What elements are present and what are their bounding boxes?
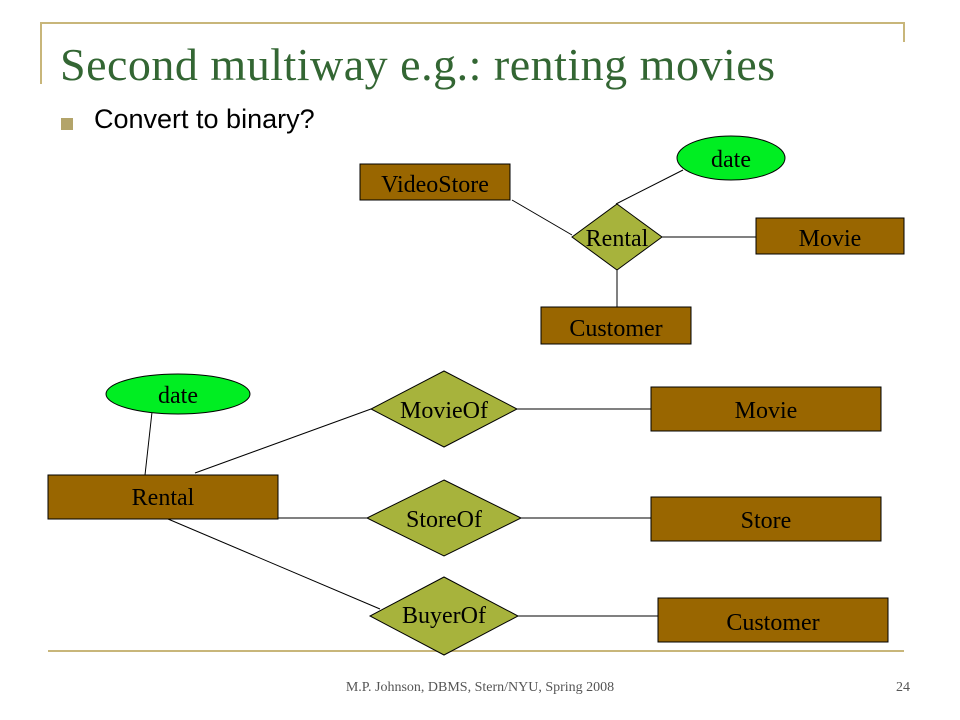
frame-left-line: [40, 22, 42, 84]
relationship-movieof-label: MovieOf: [400, 398, 488, 424]
connector-rental-buyerof: [167, 518, 381, 610]
relationship-storeof: StoreOf: [365, 479, 523, 557]
entity-rental-label: Rental: [132, 485, 195, 511]
connector-date-rental: [144, 411, 153, 476]
attribute-date-top-label: date: [711, 147, 751, 173]
bullet-text: Convert to binary?: [94, 104, 315, 134]
slide-title: Second multiway e.g.: renting movies: [60, 39, 776, 90]
relationship-rental-label: Rental: [586, 226, 649, 252]
entity-customer-top: Customer: [540, 306, 692, 345]
entity-store: Store: [650, 496, 882, 542]
relationship-rental: Rental: [571, 203, 663, 271]
frame-top-line: [40, 22, 904, 24]
page-number: 24: [896, 680, 910, 695]
entity-movie-bottom-label: Movie: [735, 398, 798, 424]
connector-rental-movieof: [194, 408, 372, 474]
attribute-date-bottom-label: date: [158, 383, 198, 409]
connector-rental-date: [615, 169, 684, 205]
entity-customer-bottom-label: Customer: [726, 610, 819, 636]
relationship-buyerof-label: BuyerOf: [402, 603, 486, 629]
entity-customer-bottom: Customer: [657, 597, 889, 643]
entity-customer-top-label: Customer: [569, 316, 662, 342]
entity-movie-top-label: Movie: [799, 226, 862, 252]
entity-movie-bottom: Movie: [650, 386, 882, 432]
entity-videostore-label: VideoStore: [381, 172, 489, 198]
slide-footer: M.P. Johnson, DBMS, Stern/NYU, Spring 20…: [345, 680, 615, 695]
entity-rental: Rental: [47, 474, 279, 520]
entity-store-label: Store: [741, 508, 792, 534]
connector-videostore-rental: [511, 199, 573, 236]
attribute-date-bottom: date: [105, 373, 251, 415]
relationship-buyerof: BuyerOf: [368, 576, 520, 656]
bullet-square-icon: [61, 118, 73, 130]
relationship-movieof: MovieOf: [369, 370, 519, 448]
frame-right-line: [903, 22, 905, 42]
attribute-date-top: date: [676, 135, 786, 181]
frame-bottom-line: [48, 650, 904, 652]
entity-movie-top: Movie: [755, 217, 905, 255]
entity-videostore: VideoStore: [359, 163, 511, 201]
relationship-storeof-label: StoreOf: [406, 507, 482, 533]
